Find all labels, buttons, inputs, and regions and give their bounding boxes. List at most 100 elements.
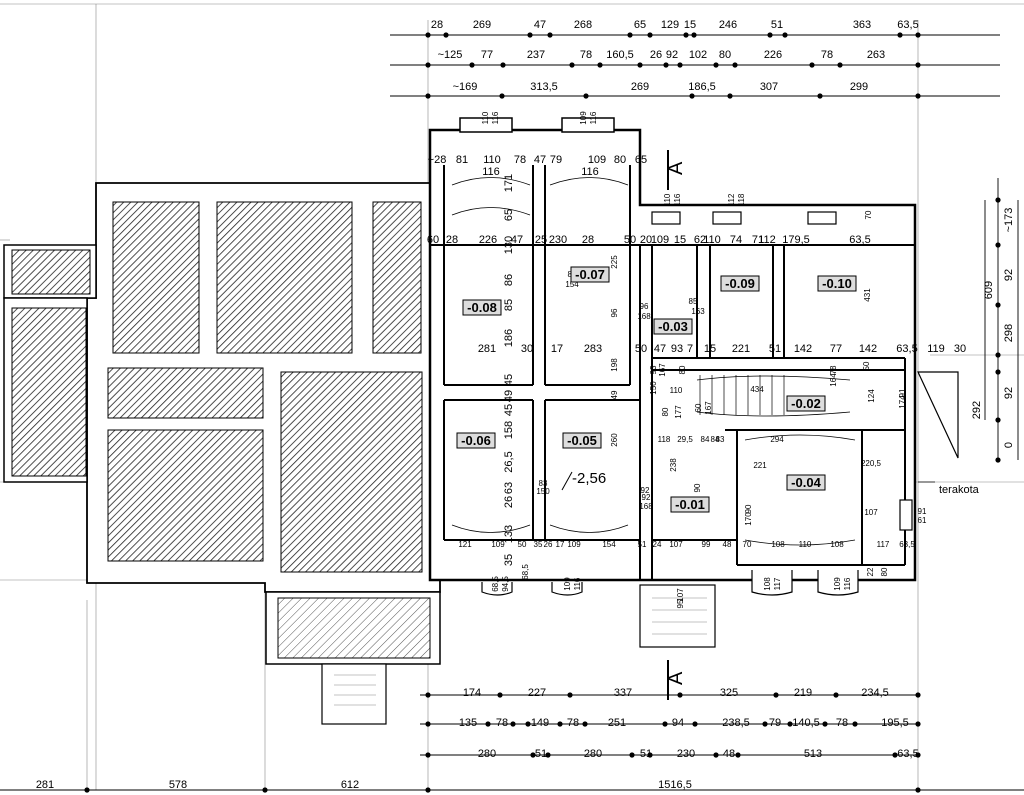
dimension-value: ~125 [438,49,463,61]
overall-dimension: 1516,5 [658,779,692,791]
room-dimension: 25 [535,234,547,246]
dimension-value: 269 [473,19,491,31]
room-dimension: 7 [687,343,693,355]
room-dimension: 163 [691,307,705,316]
floor-level: -0.08 [467,300,497,315]
room-dimension: 61 [918,516,927,525]
material-label: terakota [939,484,980,496]
room-dimension: 45 [503,374,515,386]
dimension-dot [995,352,1001,358]
room-dimension: 118 [658,435,671,444]
overall-dimension: 578 [169,779,187,791]
vertical-dimension: 92 [1003,269,1015,281]
floor-level: -0.04 [791,475,821,490]
spot-level: -2,56 [572,470,606,487]
dimension-dot [782,32,788,38]
room-dimension: 107 [676,588,685,602]
dimension-dot [84,787,90,793]
dimension-dot [629,752,635,758]
dimension-value: 280 [478,748,496,760]
room-dimension: 15 [704,343,716,355]
dimension-value: 78 [496,717,508,729]
room-dimension: 93 [671,343,683,355]
room-dimension: 260 [610,433,619,447]
vertical-dimension: 609 [983,281,995,299]
room-dimension: 80 [661,407,670,416]
room-dimension: 93 [649,365,658,374]
dimension-value: ~169 [453,81,478,93]
room-dimension: 110 [483,154,501,166]
room-dimension: 50 [862,361,871,370]
room-dimension: 130 [503,236,515,254]
dimension-dot [557,721,563,727]
room-dimension: 60 [694,403,703,412]
dimension-dot [995,302,1001,308]
dimension-value: 51 [535,748,547,760]
room-dimension: 283 [584,343,602,355]
room-dimension: 108 [830,540,844,549]
dimension-value: 234,5 [861,687,889,699]
room-dimension: 15 [674,234,686,246]
dimension-value: 140,5 [792,717,820,729]
dimension-value: 28 [431,19,443,31]
dimension-value: 246 [719,19,737,31]
dimension-value: 307 [760,81,778,93]
room-dimension: 107 [864,508,878,517]
room-dimension: 109 [567,540,581,549]
dimension-dot [469,62,475,68]
dimension-value: 77 [481,49,493,61]
room-dimension: 94,5 [501,576,510,592]
window-dimension: 110 [481,111,490,124]
dimension-dot [443,32,449,38]
room-dimension: 81 [456,154,468,166]
vertical-dimension: 292 [971,401,983,419]
room-dimension: 121 [458,540,472,549]
dimension-dot [732,62,738,68]
room-dimension: 167 [704,401,713,415]
dimension-dot [837,62,843,68]
room-dimension: 24 [653,540,662,549]
dimension-value: 174 [463,687,481,699]
window-dimension: 116 [491,111,500,124]
dimension-dot [485,721,491,727]
room-dimension: 225 [610,255,619,269]
room-dimension: 26 [503,496,515,508]
dimension-value: 78 [567,717,579,729]
room-dimension: 107 [669,540,683,549]
dimension-dot [995,197,1001,203]
room-dimension: 17 [551,343,563,355]
dimension-value: 269 [631,81,649,93]
dimension-dot [995,369,1001,375]
dimension-value: 325 [720,687,738,699]
dimension-dot [530,752,536,758]
window-dimension: 116 [589,111,598,124]
room-dimension: 108 [771,540,785,549]
level-box [817,275,857,292]
section-marker: A A [665,150,687,700]
room-dimension: 49 [610,390,619,399]
dimension-dot [527,32,533,38]
dimension-dot [915,32,921,38]
dimension-dot [425,32,431,38]
room-dimension: 133 [503,525,515,543]
floor-level: -0.03 [658,319,688,334]
room-dimension: 112 [758,234,776,246]
room-dimension: 238 [669,458,678,472]
dimension-dot [637,62,643,68]
room-dimension: 86 [503,274,515,286]
room-dimension: 22 [866,567,875,576]
dimension-dot [597,62,603,68]
dimension-dot [425,93,431,99]
overall-dimension: 281 [36,779,54,791]
dimension-dot [692,721,698,727]
room-dimension: 142 [794,343,812,355]
room-dimension: 167 [658,363,667,377]
level-box [653,318,693,335]
room-dimension: 29,5 [677,435,693,444]
dimension-dot [499,93,505,99]
room-dimension: 45 [503,404,515,416]
